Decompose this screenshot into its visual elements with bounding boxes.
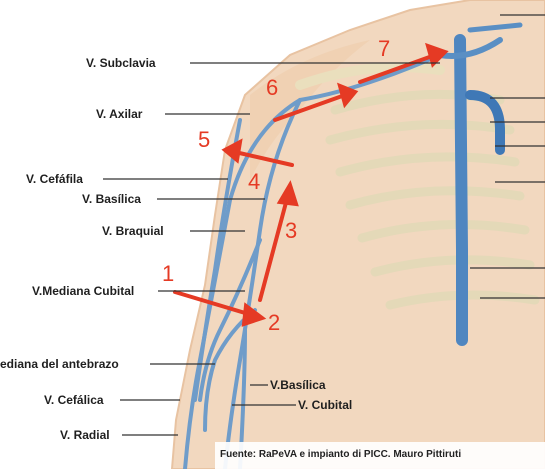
step-number-4: 4 [248, 171, 260, 193]
step-number-5: 5 [198, 129, 210, 151]
label-subclavia: V. Subclavia [86, 56, 156, 70]
label-radial: V. Radial [60, 428, 110, 442]
label-cefalica: V. Cefálica [44, 393, 104, 407]
label-basilica-lower: V.Basílica [270, 378, 326, 392]
label-basilica-upper: V. Basílica [82, 192, 141, 206]
label-axilar: V. Axilar [96, 107, 142, 121]
label-mediana-cubital: V.Mediana Cubital [32, 284, 134, 298]
label-braquial: V. Braquial [102, 224, 164, 238]
label-cefafila: V. Cefáfila [26, 172, 83, 186]
label-mediana-antebrazo: ediana del antebrazo [0, 357, 119, 371]
step-number-7: 7 [378, 38, 390, 60]
step-number-6: 6 [266, 77, 278, 99]
step-number-1: 1 [162, 263, 174, 285]
step-number-2: 2 [268, 312, 280, 334]
source-caption: Fuente: RaPeVA e impianto di PICC. Mauro… [220, 449, 461, 461]
label-cubital: V. Cubital [298, 398, 352, 412]
step-number-3: 3 [285, 220, 297, 242]
